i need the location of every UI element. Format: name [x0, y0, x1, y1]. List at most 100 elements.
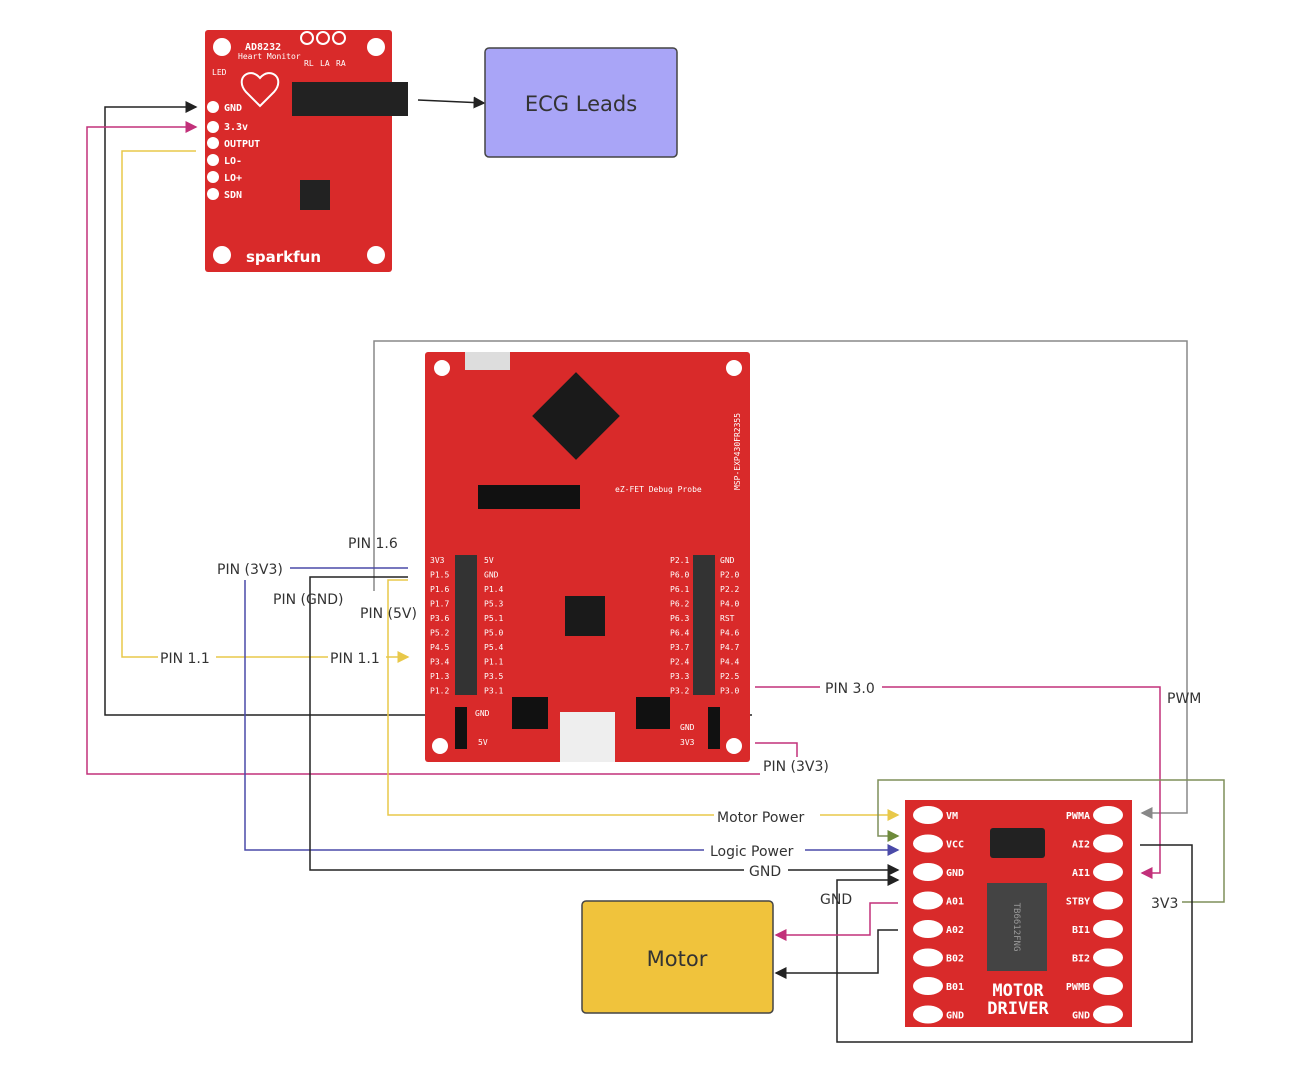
sparkfun-logo: sparkfun: [246, 248, 321, 266]
ecg-pin-output: OUTPUT: [224, 139, 260, 150]
driver-pin-pad: [913, 891, 943, 910]
wire-black-gnd-loop: [836, 844, 1193, 1043]
label-logic-power: Logic Power: [710, 844, 794, 860]
msp-pin-label: P1.7: [430, 600, 449, 609]
wire-blue-logic-power: [244, 567, 898, 850]
heart-icon: [240, 72, 280, 108]
ecg-pin-gnd: GND: [224, 103, 242, 114]
msp-bottom-3v3: 3V3: [680, 738, 695, 747]
msp-pin-label: P3.6: [430, 614, 449, 623]
ecg-title: AD8232: [245, 42, 281, 53]
driver-pin-pad: [913, 920, 943, 938]
driver-pin-pad: [1093, 834, 1123, 853]
label-3v3: 3V3: [1151, 896, 1178, 912]
driver-title-2: DRIVER: [987, 999, 1049, 1019]
msp-pin-label: P3.7: [670, 643, 689, 652]
msp-pin-label: P6.4: [670, 629, 689, 638]
driver-pin-pad: [913, 977, 943, 995]
msp-pin-label: P3.2: [670, 687, 689, 696]
debug-chip: [532, 372, 620, 460]
label-pin-3v3-right: PIN (3V3): [763, 759, 829, 775]
driver-title-1: MOTOR: [992, 981, 1044, 1001]
msp-pin-label: P6.1: [670, 585, 689, 594]
wire-pink-ao1: [774, 902, 898, 941]
driver-pin-label: GND: [946, 868, 964, 879]
label-gnd: GND: [749, 864, 781, 880]
wire-ecg-leads: [417, 96, 486, 109]
msp-pin-label: GND: [484, 571, 499, 580]
chip-label: TB6612FNG: [1011, 903, 1021, 952]
ecg-pin-column: [207, 101, 219, 200]
msp-pin-label: P2.2: [720, 585, 739, 594]
msp-pin-label: P2.5: [720, 672, 739, 681]
driver-pin-label: AI2: [1072, 840, 1090, 851]
motor-label: Motor: [647, 947, 708, 971]
msp-bottom-gnd: GND: [475, 709, 490, 718]
msp-pin-label: P4.4: [720, 658, 739, 667]
wire-black-ao2: [774, 929, 898, 979]
driver-pin-label: A01: [946, 897, 964, 908]
jumper-header: [478, 485, 580, 509]
driver-pin-label: VM: [946, 811, 958, 822]
ecg-sensor-board: AD8232 Heart Monitor LED RL LA RA GND 3.…: [205, 30, 408, 272]
msp-mcu: [565, 596, 605, 636]
driver-pin-pad: [1093, 920, 1123, 938]
driver-pin-label: BI2: [1072, 954, 1090, 965]
msp-pin-label: P5.0: [484, 629, 503, 638]
msp-pin-label: P1.2: [430, 687, 449, 696]
msp-pin-label: P5.1: [484, 614, 503, 623]
msp-pin-label: 3V3: [430, 556, 445, 565]
label-pin11-b: PIN 1.1: [330, 651, 380, 667]
msp-pin-label: P5.2: [430, 629, 449, 638]
label-pin-gnd: PIN (GND): [273, 592, 344, 608]
msp-pin-label: P2.1: [670, 556, 689, 565]
msp-bottom-gnd2: GND: [680, 723, 695, 732]
driver-pin-label: GND: [946, 1011, 964, 1022]
msp-board-name: MSP-EXP430FR2355: [733, 413, 742, 490]
ecg-led-label: LED: [212, 68, 227, 77]
label-pin-5v: PIN (5V): [360, 606, 417, 622]
msp-pin-label: P1.3: [430, 672, 449, 681]
msp-pin-label: P3.1: [484, 687, 503, 696]
debug-probe-label: eZ-FET Debug Probe: [615, 485, 702, 494]
ecg-pin-lo-plus: LO+: [224, 173, 242, 184]
driver-pin-label: A02: [946, 925, 964, 936]
msp430-launchpad-board: eZ-FET Debug Probe MSP-EXP430FR2355 3V3P…: [425, 352, 750, 762]
wire-gray-pwm: [373, 340, 1188, 819]
audio-jack: [292, 82, 408, 116]
driver-pin-label: AI1: [1072, 868, 1090, 879]
driver-pin-label: PWMA: [1066, 811, 1090, 822]
driver-pin-pad: [1093, 1005, 1123, 1024]
label-pwm: PWM: [1167, 691, 1201, 707]
msp-pin-label: P1.4: [484, 585, 503, 594]
driver-pin-label: BI1: [1072, 925, 1090, 936]
driver-pin-pad: [1093, 806, 1123, 824]
msp-pin-label: P3.3: [670, 672, 689, 681]
msp-pin-label: P5.3: [484, 600, 503, 609]
lead-pin-rl: RL: [304, 59, 314, 68]
msp-bottom-5v: 5V: [478, 738, 488, 747]
driver-pin-label: B01: [946, 982, 964, 993]
driver-pin-pad: [1093, 948, 1123, 967]
driver-pin-pad: [913, 806, 943, 824]
msp-pin-label: P6.2: [670, 600, 689, 609]
msp-pin-label: P1.6: [430, 585, 449, 594]
msp-pin-label: P2.4: [670, 658, 689, 667]
msp-pin-label: P3.4: [430, 658, 449, 667]
wire-black-gnd-driver: [309, 576, 898, 870]
motor-driver-board: TB6612FNG VMVCCGNDA01A02B02B01GNDPWMAAI2…: [905, 800, 1132, 1027]
ecg-leads-box: ECG Leads: [484, 47, 678, 158]
ecg-pin-3v3: 3.3v: [224, 122, 248, 133]
msp-pin-label: P3.0: [720, 687, 739, 696]
msp-pin-label: P1.1: [484, 658, 503, 667]
driver-pin-label: STBY: [1066, 897, 1090, 908]
msp-pin-label: P3.5: [484, 672, 503, 681]
label-pin30: PIN 3.0: [825, 681, 875, 697]
ecg-leads-label: ECG Leads: [525, 92, 637, 116]
label-pin16: PIN 1.6: [348, 536, 398, 552]
ecg-chip: [300, 180, 330, 210]
driver-pin-pad: [1093, 891, 1123, 910]
driver-pin-pad: [1093, 977, 1123, 995]
driver-pin-pad: [1093, 863, 1123, 881]
